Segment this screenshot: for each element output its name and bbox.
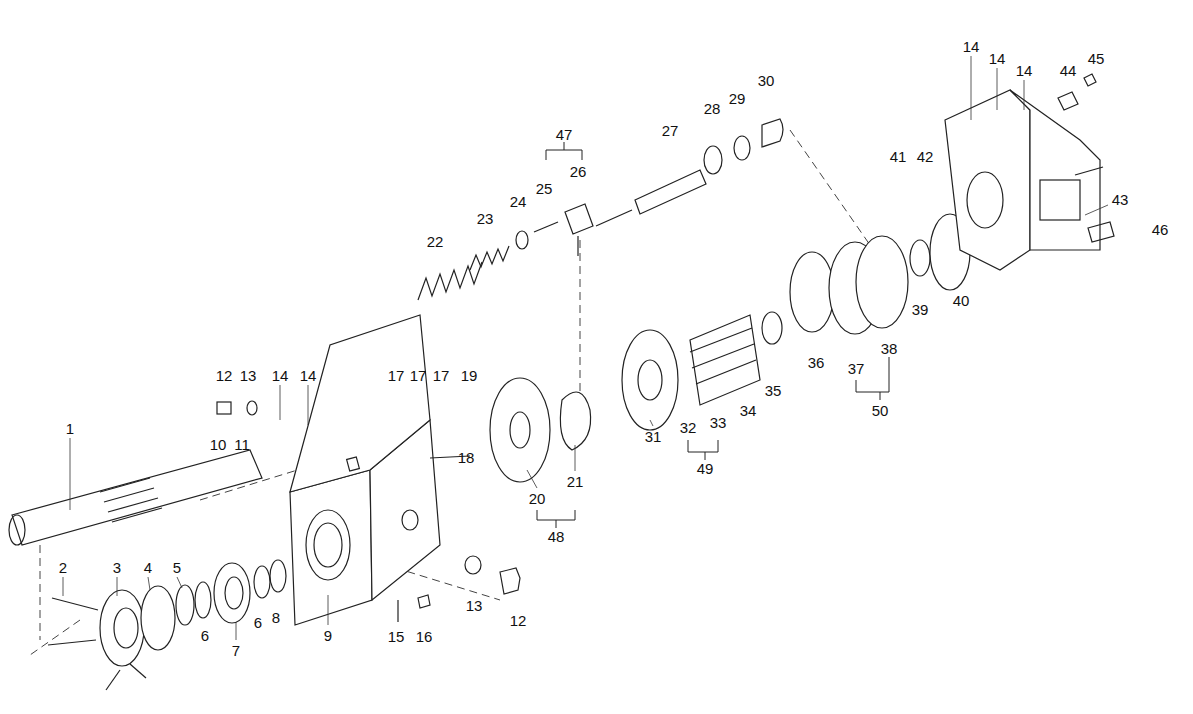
callout-number: 14 — [988, 50, 1007, 67]
callout-number: 19 — [460, 367, 479, 384]
callout-number: 50 — [871, 402, 890, 419]
callout-number: 42 — [916, 148, 935, 165]
callout-number: 30 — [757, 72, 776, 89]
callout-number: 49 — [696, 460, 715, 477]
callout-number: 1 — [65, 420, 75, 437]
callout-number: 24 — [509, 193, 528, 210]
callout-number: 21 — [566, 473, 585, 490]
pump-housing — [290, 315, 440, 625]
callout-number: 18 — [457, 449, 476, 466]
callout-number: 15 — [387, 628, 406, 645]
callout-number: 5 — [172, 559, 182, 576]
callout-number: 17 — [409, 367, 428, 384]
drive-shaft — [9, 450, 262, 545]
assembly-line — [30, 130, 870, 655]
callout-number: 38 — [880, 340, 899, 357]
callout-number: 27 — [661, 122, 680, 139]
callout-number: 3 — [112, 559, 122, 576]
spring-assembly — [418, 204, 593, 300]
callout-number: 16 — [415, 628, 434, 645]
adjust-screw — [596, 119, 783, 226]
callout-number: 12 — [215, 367, 234, 384]
callout-number: 32 — [679, 419, 698, 436]
callout-number: 14 — [962, 38, 981, 55]
cylinder-block — [622, 214, 970, 430]
callout-number: 34 — [739, 402, 758, 419]
callout-number: 33 — [709, 414, 728, 431]
callout-number: 28 — [703, 100, 722, 117]
callout-number: 13 — [465, 597, 484, 614]
callout-number: 44 — [1059, 62, 1078, 79]
callout-number: 47 — [555, 126, 574, 143]
callout-number: 14 — [1015, 62, 1034, 79]
callout-number: 11 — [233, 436, 251, 453]
callout-number: 23 — [476, 210, 495, 227]
callout-number: 35 — [764, 382, 783, 399]
callout-number: 14 — [271, 367, 290, 384]
leader-line — [63, 56, 1108, 640]
callout-number: 26 — [569, 163, 588, 180]
callout-number: 9 — [323, 627, 333, 644]
callout-number: 45 — [1087, 50, 1106, 67]
callout-number: 29 — [728, 90, 747, 107]
callout-number: 14 — [299, 367, 318, 384]
callout-number: 39 — [911, 301, 930, 318]
callout-number: 17 — [432, 367, 451, 384]
callout-number: 4 — [143, 559, 153, 576]
callout-number: 6 — [200, 627, 210, 644]
callout-number: 7 — [231, 642, 241, 659]
callout-number: 48 — [547, 528, 566, 545]
callout-number: 36 — [807, 354, 826, 371]
swash-plate — [430, 378, 591, 482]
callout-number: 13 — [239, 367, 258, 384]
group-bracket — [537, 142, 889, 528]
callout-number: 20 — [528, 490, 547, 507]
front-cover — [48, 560, 286, 690]
callout-number: 17 — [387, 367, 406, 384]
callout-number: 37 — [847, 360, 866, 377]
callout-number: 25 — [535, 180, 554, 197]
callout-number: 22 — [426, 233, 445, 250]
callout-number: 12 — [509, 612, 528, 629]
plug — [217, 401, 520, 622]
callout-number: 31 — [644, 428, 663, 445]
callout-number: 2 — [58, 559, 68, 576]
callout-number: 8 — [271, 609, 281, 626]
callout-number: 6 — [253, 614, 263, 631]
callout-number: 10 — [209, 436, 228, 453]
rear-housing — [945, 74, 1114, 270]
callout-number: 43 — [1111, 191, 1130, 208]
callout-number: 41 — [889, 148, 908, 165]
callout-number: 40 — [952, 292, 971, 309]
callout-number: 46 — [1151, 221, 1170, 238]
